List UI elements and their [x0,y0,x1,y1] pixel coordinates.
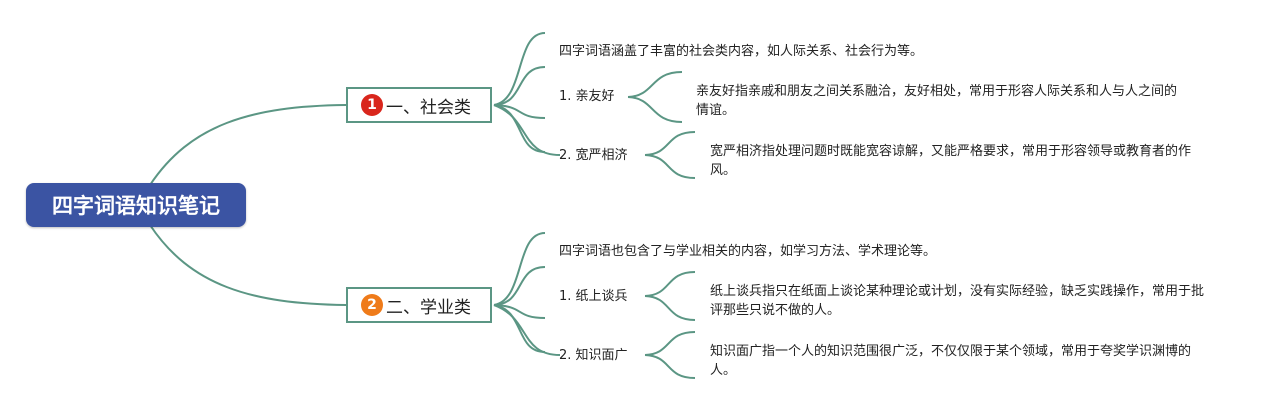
number-badge: 2 [361,294,383,316]
term-label: 1. 亲友好 [559,89,615,104]
term-description: 亲友好指亲戚和朋友之间关系融洽，友好相处，常用于形容人际关系和人与人之间的情谊。 [696,84,1178,118]
number-badge: 1 [361,94,383,116]
branch-intro: 四字词语也包含了与学业相关的内容，如学习方法、学术理论等。 [559,244,937,259]
branch-label: 一、社会类 [386,97,471,118]
branch-intro: 四字词语涵盖了丰富的社会类内容，如人际关系、社会行为等。 [559,44,924,59]
root-node[interactable]: 四字词语知识笔记 [26,183,246,227]
term-description: 知识面广指一个人的知识范围很广泛，不仅仅限于某个领域，常用于夸奖学识渊博的人。 [710,344,1192,378]
term-label: 2. 宽严相济 [559,148,628,163]
term-description: 纸上谈兵指只在纸面上谈论某种理论或计划，没有实际经验，缺乏实践操作，常用于批评那… [710,284,1205,318]
branch-node-study[interactable]: 2 二、学业类 [346,287,492,323]
term-label: 1. 纸上谈兵 [559,289,628,304]
root-title: 四字词语知识笔记 [52,194,220,218]
term-description: 宽严相济指处理问题时既能宽容谅解，又能严格要求，常用于形容领导或教育者的作风。 [710,144,1192,178]
branch-label: 二、学业类 [386,297,471,318]
term-label: 2. 知识面广 [559,348,628,363]
branch-node-social[interactable]: 1 一、社会类 [346,87,492,123]
